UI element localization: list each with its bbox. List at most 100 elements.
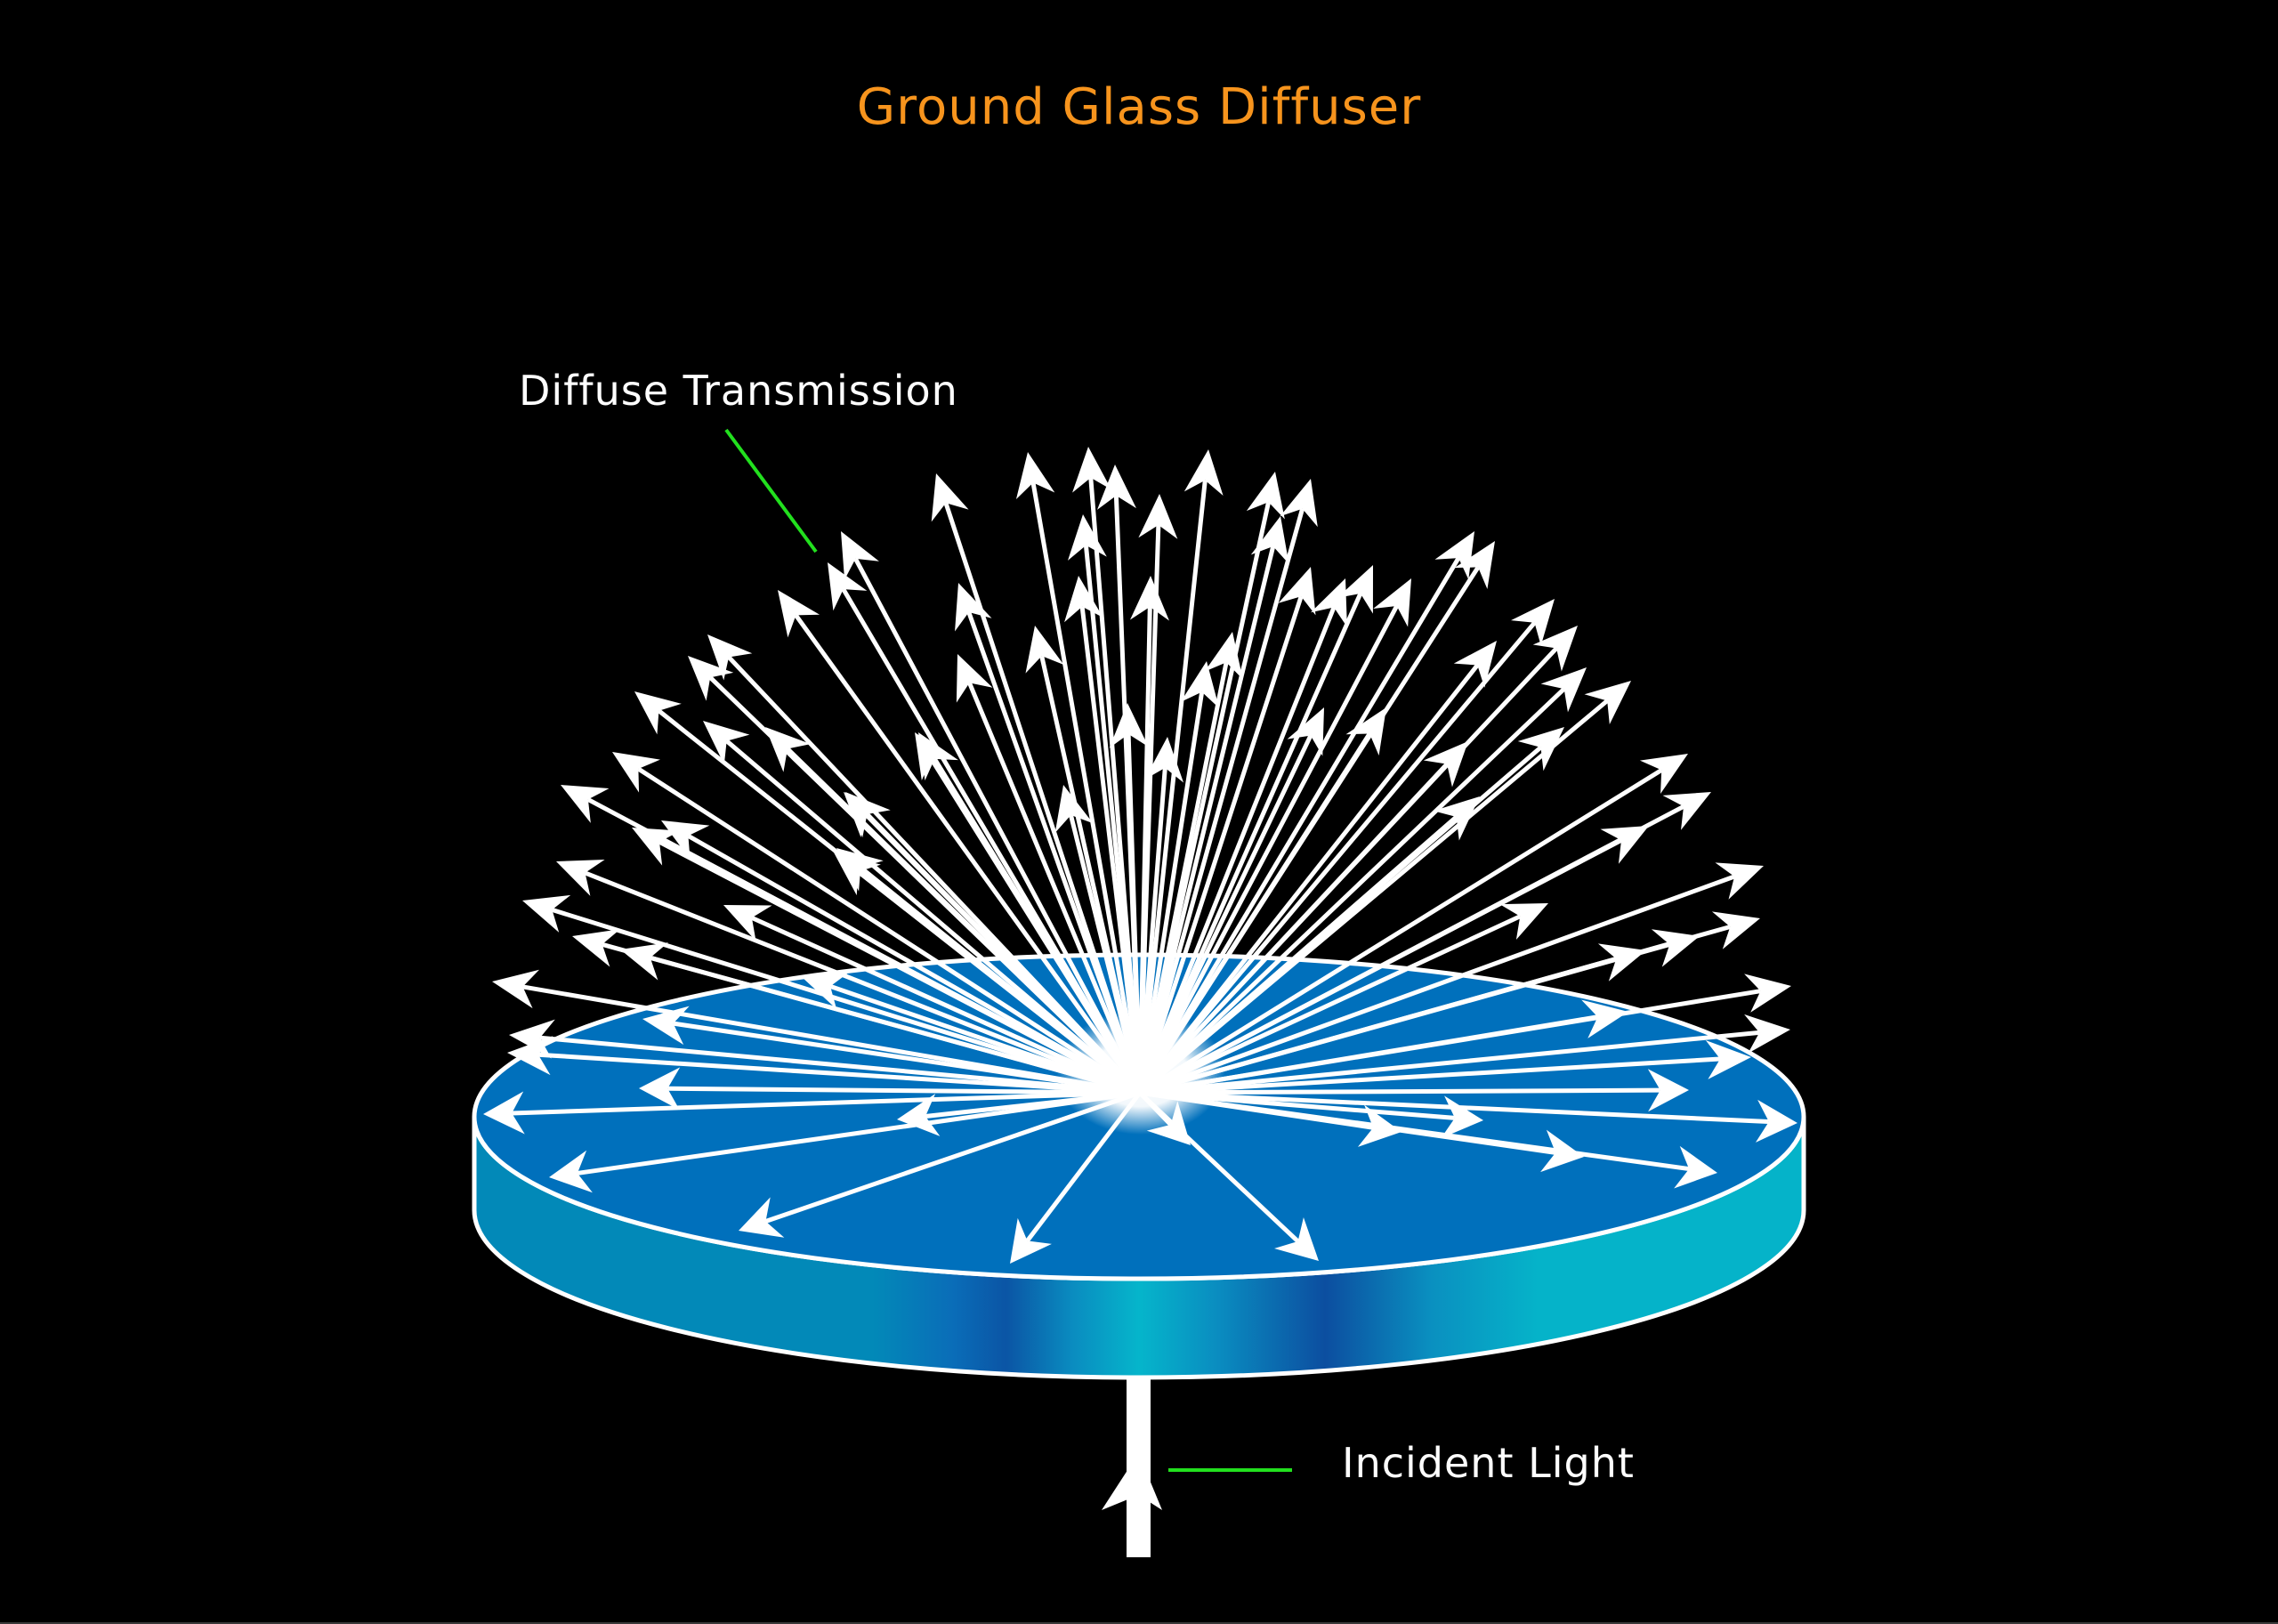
ray-arrowhead <box>492 969 540 1009</box>
ray-shaft <box>658 839 1142 1095</box>
ray-shaft <box>537 1052 1141 1095</box>
ray-shaft <box>1137 604 1399 1095</box>
transmitted-ray-arrow <box>507 1036 1141 1095</box>
ray-arrowhead <box>612 752 660 793</box>
ray-arrowhead <box>703 721 750 765</box>
ray-arrowhead <box>1311 578 1347 627</box>
ray-shaft <box>794 613 1143 1095</box>
surface-ray-arrow <box>549 1090 1141 1193</box>
ray-arrowhead <box>1647 1069 1689 1112</box>
ray-arrowhead <box>1581 999 1628 1038</box>
ray-arrowhead <box>632 828 681 866</box>
transmitted-ray-arrow <box>509 1019 1141 1095</box>
transmitted-ray-arrow <box>955 583 1143 1094</box>
ray-shaft <box>1138 621 1537 1095</box>
ray-arrowhead <box>688 656 734 701</box>
ray-arrowhead <box>620 942 669 981</box>
ray-arrowhead <box>801 972 850 1010</box>
ray-shaft <box>637 766 1142 1095</box>
ray-arrowhead <box>1540 1129 1584 1173</box>
transmitted-ray-arrow <box>1137 516 1289 1094</box>
ray-arrowhead <box>1433 796 1480 841</box>
ray-shaft <box>853 557 1143 1095</box>
ray-arrowhead <box>1511 599 1555 646</box>
ray-arrowhead <box>1454 541 1495 589</box>
transmitted-ray-arrow <box>931 473 1143 1094</box>
transmitted-ray-arrow <box>556 859 1141 1095</box>
ray-shaft <box>1138 838 1623 1095</box>
ray-shaft <box>1139 1056 1721 1095</box>
diffuse-transmission-leader-line <box>724 428 818 553</box>
ray-arrowhead <box>1705 1039 1751 1079</box>
ray-arrowhead <box>1129 576 1169 621</box>
ray-arrowhead <box>1584 681 1631 724</box>
ray-arrowhead <box>639 1067 681 1111</box>
transmitted-ray-arrow <box>778 590 1143 1095</box>
transmitted-ray-arrow <box>1138 599 1555 1095</box>
surface-ray-arrow <box>739 1090 1141 1238</box>
ray-arrowhead <box>1246 472 1285 520</box>
ray-shaft <box>1137 480 1208 1094</box>
ray-arrowhead <box>1204 632 1243 680</box>
ray-arrowhead <box>1423 741 1468 788</box>
ray-arrowhead <box>1278 567 1316 616</box>
transmitted-ray-arrow <box>1137 449 1224 1094</box>
ray-shaft <box>1137 595 1304 1094</box>
ray-arrowhead <box>1499 903 1548 941</box>
transmitted-ray-arrow <box>1138 826 1649 1095</box>
transmitted-ray-arrow <box>703 721 1142 1095</box>
ray-arrowhead <box>1540 667 1587 713</box>
ray-shaft <box>1137 545 1276 1094</box>
ray-arrowhead <box>1025 626 1064 674</box>
ray-arrowhead <box>1180 661 1220 708</box>
ray-arrowhead <box>765 727 812 772</box>
ray-shaft <box>966 611 1143 1094</box>
ray-arrowhead <box>897 1094 941 1136</box>
transmitted-ray-arrow <box>1139 862 1764 1095</box>
ray-arrowhead <box>509 1019 555 1059</box>
ray-shaft <box>1138 687 1566 1095</box>
ray-arrowhead <box>1744 974 1791 1013</box>
ray-arrowhead <box>1274 1217 1319 1261</box>
ray-arrowhead <box>1639 754 1688 795</box>
transmitted-ray-arrow <box>1139 1039 1751 1095</box>
diffuse-transmission-label: Diffuse Transmission <box>519 367 958 415</box>
transmitted-ray-arrow <box>1137 479 1318 1094</box>
transmitted-ray-arrow <box>522 894 1141 1095</box>
ray-shaft <box>725 739 1142 1095</box>
ray-arrowhead <box>561 785 610 823</box>
diagram-title: Ground Glass Diffuser <box>856 78 1422 136</box>
ray-arrowhead <box>836 848 884 892</box>
transmitted-ray-arrow <box>612 752 1142 1095</box>
ray-shaft <box>764 1090 1141 1224</box>
ray-shaft <box>1030 482 1143 1094</box>
transmitted-ray-arrow <box>1137 578 1411 1095</box>
ray-arrowhead <box>845 792 891 838</box>
ray-arrowhead <box>1755 1099 1797 1143</box>
ray-shaft <box>943 502 1143 1094</box>
ray-arrowhead <box>642 1006 690 1046</box>
ray-arrowhead <box>1597 943 1646 982</box>
ray-arrowhead <box>556 859 605 896</box>
ray-arrowhead <box>1532 626 1578 672</box>
ray-shaft <box>584 870 1141 1095</box>
ray-arrowhead <box>1715 862 1764 900</box>
ray-arrowhead <box>1337 565 1373 614</box>
ray-shaft <box>539 1035 1141 1095</box>
ray-arrowhead <box>918 732 958 781</box>
ray-arrowhead <box>841 531 879 580</box>
ray-arrowhead <box>1651 929 1700 967</box>
ray-arrowhead <box>1345 707 1386 755</box>
ray-arrowhead <box>1015 452 1055 500</box>
ray-arrowhead <box>931 473 969 522</box>
ray-shaft <box>1139 1090 1769 1125</box>
ray-shaft <box>1138 663 1480 1095</box>
incident-light-arrow <box>1102 1379 1162 1557</box>
ray-arrowhead <box>1183 449 1224 497</box>
ray-arrowhead <box>1144 737 1184 783</box>
ray-arrowhead <box>1373 578 1411 627</box>
ray-shaft <box>512 1090 1141 1116</box>
ray-arrowhead <box>1744 1014 1790 1054</box>
